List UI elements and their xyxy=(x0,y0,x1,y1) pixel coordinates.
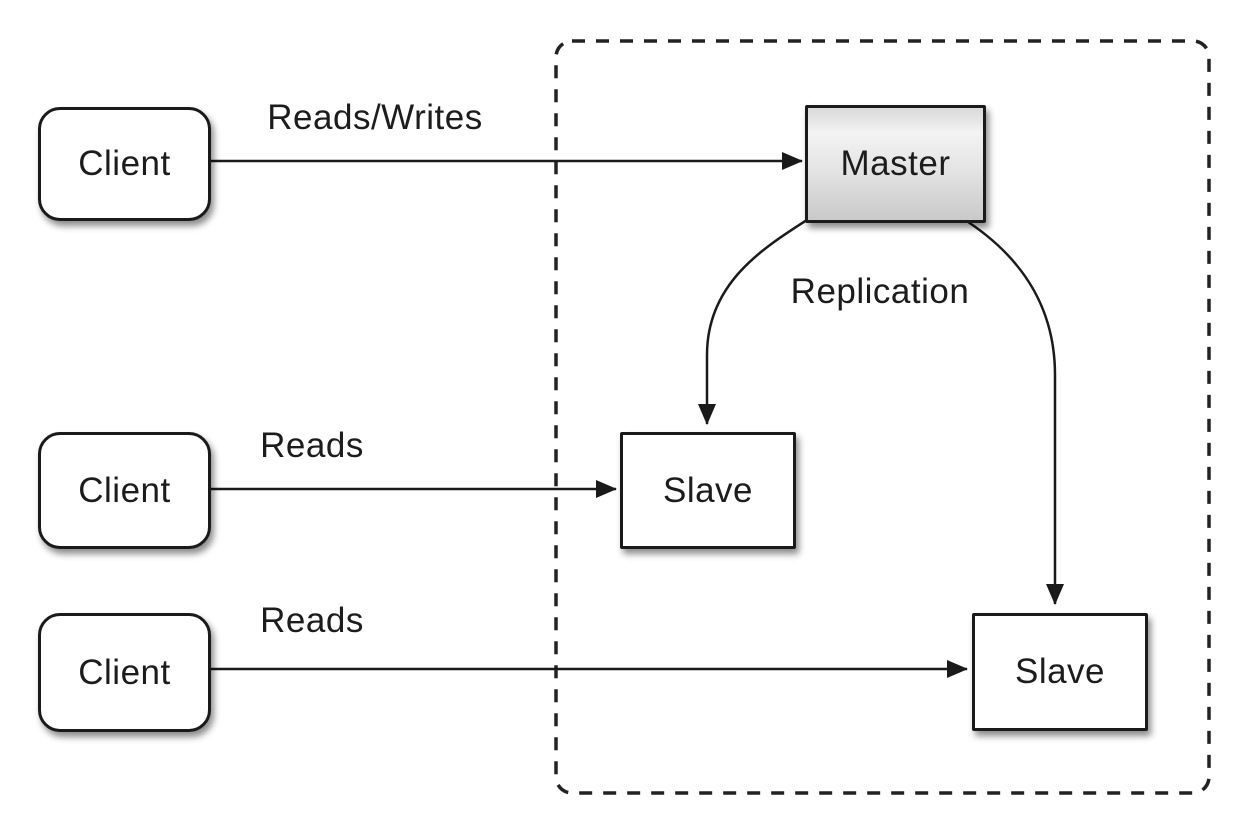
node-slave-2: Slave xyxy=(972,613,1148,731)
node-client-3-label: Client xyxy=(78,652,171,692)
node-slave-1-label: Slave xyxy=(662,470,754,510)
node-client-3: Client xyxy=(38,613,211,732)
edge-label-reads-mid: Reads xyxy=(260,426,364,465)
node-slave-1: Slave xyxy=(620,432,796,549)
node-client-2: Client xyxy=(38,432,211,549)
node-master-label: Master xyxy=(840,144,951,183)
edge-replication-right-arrow xyxy=(961,216,1064,605)
node-client-2-label: Client xyxy=(78,470,171,510)
edge-label-reads-writes: Reads/Writes xyxy=(267,98,483,137)
node-client-1: Client xyxy=(38,107,211,221)
node-client-1-label: Client xyxy=(78,144,171,183)
edge-label-replication: Replication xyxy=(790,272,970,311)
node-slave-2-label: Slave xyxy=(1014,652,1106,691)
edge-label-reads-bottom: Reads xyxy=(260,601,364,640)
edge-replication-left-arrow xyxy=(698,216,811,425)
node-master: Master xyxy=(805,105,986,223)
